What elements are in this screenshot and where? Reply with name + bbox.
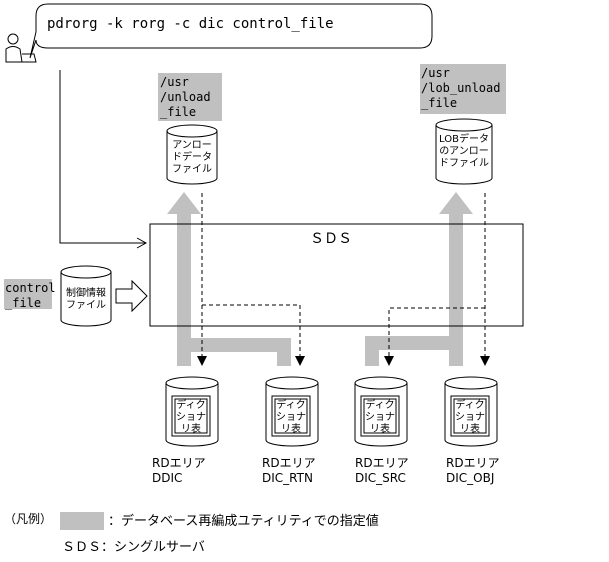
rd-area-dic-rtn-cylinder — [265, 376, 319, 447]
rd-area-ddic-label: RDエリア DDIC — [152, 456, 206, 485]
unload-file-label: アンロー ドデータ ファイル — [172, 140, 212, 175]
command-bubble — [29, 3, 433, 59]
user-icon — [5, 33, 37, 63]
gray-flow-paths — [167, 192, 473, 366]
rd-area-dic-obj-cylinder — [444, 376, 498, 447]
dictionary-table-label: ディク ショナ リ表 — [455, 400, 485, 435]
control-to-sds-arrow — [115, 279, 148, 313]
legend-gray-description: ：データベース再編成ユティリティでの指定値 — [108, 514, 379, 529]
sds-box — [149, 223, 524, 327]
command-text: pdrorg -k rorg -c dic control_file — [47, 16, 334, 32]
rd-area-dic-src-cylinder — [354, 376, 408, 447]
unload-file-cylinder — [166, 124, 218, 185]
rd-area-dic-rtn-label: RDエリア DIC_RTN — [262, 456, 316, 485]
dictionary-table-label: ディク ショナ リ表 — [276, 400, 306, 435]
dictionary-table-label: ディク ショナ リ表 — [365, 400, 395, 435]
usr-lob-unload-gray-bg — [420, 64, 506, 114]
rd-area-dic-src-label: RDエリア DIC_SRC — [355, 456, 409, 485]
rd-area-ddic-cylinder — [165, 376, 219, 447]
dashed-flow-arrows — [201, 193, 486, 362]
dictionary-table-label: ディク ショナ リ表 — [176, 400, 206, 435]
control-file-gray-bg — [4, 279, 52, 309]
usr-lob-unload-path: /usr /lob_unload _file — [421, 66, 501, 110]
lob-unload-file-cylinder — [435, 118, 493, 185]
usr-unload-path: /usr /unload _file — [160, 75, 211, 119]
control-info-file-cylinder — [60, 265, 112, 327]
lob-unload-file-label: LOBデータ のアンロー ドファイル — [439, 134, 489, 169]
usr-unload-gray-bg — [158, 73, 222, 121]
legend-title: （凡例） — [4, 512, 53, 526]
legend-gray-swatch — [60, 512, 104, 530]
rd-area-dic-obj-label: RDエリア DIC_OBJ — [446, 456, 500, 485]
control-info-file-label: 制御情報 ファイル — [66, 288, 106, 311]
control-file-path: control _file — [5, 281, 56, 310]
sds-label: ＳＤＳ — [310, 231, 352, 247]
dashed-arrow-heads — [197, 356, 490, 366]
command-flow-arrow — [59, 70, 148, 249]
legend-sds-description: ＳＤＳ：シングルサーバ — [62, 540, 205, 555]
